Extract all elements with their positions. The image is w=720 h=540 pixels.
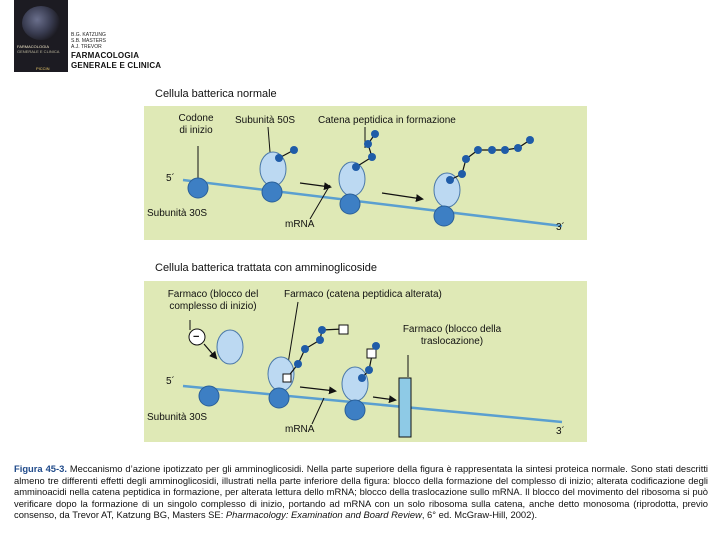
translocation-arrow xyxy=(299,386,337,395)
ribosome-30s-icon xyxy=(268,387,290,409)
book-cover-publisher: PICCIN xyxy=(36,66,50,71)
amino-acid-icon xyxy=(358,374,366,382)
ribosome-50s-icon xyxy=(341,366,369,402)
ribosome-50s-unbound-icon xyxy=(216,329,244,365)
amino-acid-icon xyxy=(371,130,379,138)
amino-acid-icon xyxy=(318,326,326,334)
book-title-line1: FARMACOLOGIA xyxy=(71,51,140,60)
amino-acid-icon xyxy=(526,136,534,144)
mrna-pointer-top xyxy=(309,184,331,220)
subunit-30s-icon xyxy=(187,177,209,199)
five-prime-label-bottom: 5´ xyxy=(166,376,175,387)
amino-acid-icon xyxy=(372,342,380,350)
altered-amino-acid-icon xyxy=(366,348,377,359)
book-cover-image: FARMACOLOGIA GENERALE E CLINICA PICCIN xyxy=(14,0,68,72)
amino-acid-icon xyxy=(294,360,302,368)
subunit-30s-label-bottom: Subunità 30S xyxy=(147,412,208,423)
drug-initiation-label-line1: Farmaco (blocco del xyxy=(167,289,259,300)
book-author-3: A.J. TREVOR xyxy=(71,44,102,50)
drug-initiation-label-line2: complesso di inizio) xyxy=(169,301,257,312)
amino-acid-icon xyxy=(364,140,372,148)
top-panel-title: Cellula batterica normale xyxy=(155,88,277,100)
mrna-strand-bottom xyxy=(182,384,563,424)
growing-chain-label: Catena peptidica in formazione xyxy=(318,115,456,126)
mrna-strand-top xyxy=(182,178,563,228)
figure-caption-label: Figura 45-3. xyxy=(14,463,67,474)
translocation-arrow xyxy=(372,395,397,404)
ribosome-30s-icon xyxy=(339,193,361,215)
bottom-panel-background xyxy=(144,281,587,442)
amino-acid-icon xyxy=(301,345,309,353)
mrna-label-bottom: mRNA xyxy=(285,424,315,435)
peptide-chain-top xyxy=(355,133,376,168)
book-author-2: S.B. MASTERS xyxy=(71,38,107,44)
bottom-panel-title: Cellula batterica trattata con amminogli… xyxy=(155,262,377,274)
amino-acid-icon xyxy=(316,336,324,344)
five-prime-label-top: 5´ xyxy=(166,173,175,184)
altered-amino-acid-icon xyxy=(338,324,349,335)
start-codon-label-line2: di inizio xyxy=(179,125,213,136)
book-author-1: B.G. KATZUNG xyxy=(71,32,106,38)
book-cover-title-line1: FARMACOLOGIA xyxy=(17,44,50,49)
drug-translocation-block-bar xyxy=(398,377,412,438)
ribosome-30s-icon xyxy=(433,205,455,227)
peptide-chain-altered xyxy=(286,328,344,379)
figure-caption-book-title: Pharmacology: Examination and Board Revi… xyxy=(225,509,422,521)
altered-amino-acid-icon xyxy=(282,373,292,383)
start-codon-label: Codone di inizio xyxy=(166,113,226,137)
drug-minus-icon xyxy=(188,328,206,346)
start-codon-label-line1: Codone xyxy=(178,113,214,124)
subunit-50s-pointer xyxy=(267,126,271,153)
drug-translocation-label: Farmaco (blocco della traslocazione) xyxy=(392,324,512,348)
figure-caption-text: Meccanismo d’azione ipotizzato per gli a… xyxy=(14,463,709,521)
three-prime-label-top: 3´ xyxy=(556,222,565,233)
book-authors: B.G. KATZUNG S.B. MASTERS A.J. TREVOR xyxy=(71,32,106,50)
amino-acid-icon xyxy=(275,154,283,162)
ribosome-30s-icon xyxy=(261,181,283,203)
figure-caption: Figura 45-3. Meccanismo d’azione ipotizz… xyxy=(14,463,708,521)
translocation-arrow xyxy=(381,192,424,203)
amino-acid-icon xyxy=(458,170,466,178)
mrna-pointer-bottom xyxy=(311,397,325,425)
amino-acid-icon xyxy=(352,163,360,171)
book-cover-title-line2: GENERALE E CLINICA xyxy=(17,49,60,54)
three-prime-label-bottom: 3´ xyxy=(556,426,565,437)
drug-binding-arrow xyxy=(203,343,218,360)
drug-minus-symbol: − xyxy=(193,331,200,343)
figure-caption-end: , 6° ed. McGraw-Hill, 2002). xyxy=(421,509,538,521)
amino-acid-icon xyxy=(514,144,522,152)
amino-acid-icon xyxy=(365,366,373,374)
book-title-line2: GENERALE E CLINICA xyxy=(71,61,162,70)
drug-altered-chain-label: Farmaco (catena peptidica alterata) xyxy=(284,289,442,300)
book-title: FARMACOLOGIA GENERALE E CLINICA xyxy=(71,51,161,71)
drug-initiation-label: Farmaco (blocco del complesso di inizio) xyxy=(148,289,278,313)
amino-acid-icon xyxy=(501,146,509,154)
ribosome-50s-icon xyxy=(338,161,366,197)
amino-acid-icon xyxy=(446,176,454,184)
ribosome-30s-icon xyxy=(344,399,366,421)
book-cover-art xyxy=(22,6,60,40)
subunit-30s-icon xyxy=(198,385,220,407)
subunit-50s-label: Subunità 50S xyxy=(235,115,296,126)
amino-acid-icon xyxy=(462,155,470,163)
subunit-30s-label-top: Subunità 30S xyxy=(147,208,208,219)
amino-acid-icon xyxy=(290,146,298,154)
amino-acid-icon xyxy=(488,146,496,154)
mrna-label-top: mRNA xyxy=(285,219,315,230)
drug-translocation-label-line1: Farmaco (blocco della xyxy=(402,324,502,335)
translocation-arrow xyxy=(299,182,332,191)
amino-acid-icon xyxy=(368,153,376,161)
drug-translocation-label-line2: traslocazione) xyxy=(420,336,484,347)
amino-acid-icon xyxy=(474,146,482,154)
